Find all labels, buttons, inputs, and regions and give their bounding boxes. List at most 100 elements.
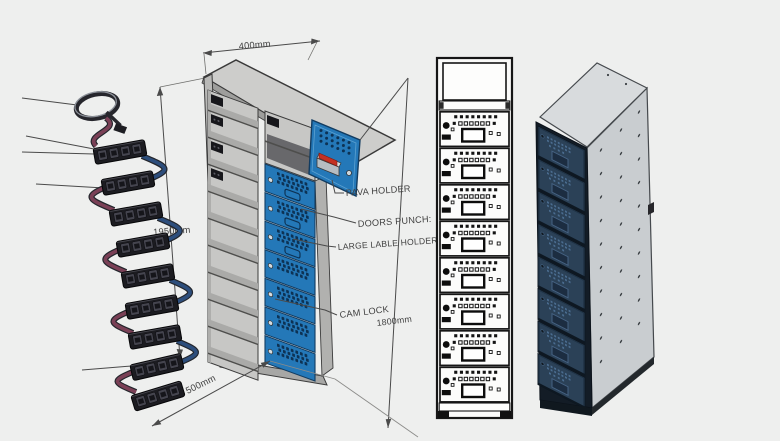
shelf-slat [208,211,258,236]
punch-hole [295,186,299,191]
punch-hole [450,383,455,387]
punch-hole [287,180,291,184]
punch-hole [296,326,300,331]
punch-hole [463,267,469,272]
rivet-dot [619,269,623,273]
punch-hole [301,356,305,361]
punch-hole [492,377,496,381]
locker-door [439,293,510,330]
locker-door [439,366,510,403]
punch-hole [287,237,291,241]
punch-hole [452,377,456,381]
punch-hole [561,273,564,277]
locker-door [264,191,316,239]
socket-hole [141,177,148,183]
rivet-dot [637,227,641,232]
punch-hole [336,141,340,145]
punch-hole [557,279,560,282]
socket-hole [154,303,161,309]
punch-hole [469,340,474,345]
punch-hole [557,274,560,278]
punch-hole [295,264,299,269]
punch-hole [450,200,455,205]
punch-hole [550,267,553,271]
punch-hole [482,297,486,301]
punch-hole [278,291,282,295]
leader-lines [274,179,357,316]
punch-hole [277,229,280,233]
open-locker-door [308,118,361,198]
label-holder [551,280,569,299]
punch-hole [450,127,455,132]
punch-hole [492,194,496,198]
door-bottom-shadow [538,317,585,344]
punch-hole [454,261,458,265]
chain-parts [88,115,199,412]
socket-hole [107,183,114,189]
punch-hole [565,210,567,214]
punch-hole [330,144,334,148]
label-holder [460,383,486,399]
punch-hole [290,328,294,332]
socket-hole [131,307,138,313]
punch-hole [562,216,565,220]
socket-hole [133,146,140,152]
punch-hole [286,355,289,359]
punch-hole [463,340,469,345]
punch-hole [283,178,286,183]
punch-hole [547,201,549,204]
strip-highlight [94,140,144,150]
punch-hole [568,182,571,186]
punch-hole [319,134,323,138]
door-handle [441,134,451,140]
punch-hole [547,363,549,367]
cam-lock [442,158,450,166]
punch-hole [459,224,463,228]
strip-highlight [117,233,167,243]
punch-hole [301,242,305,246]
punch-hole [454,224,458,228]
punch-hole [290,348,294,353]
hinge-tab [505,102,510,109]
punch-hole [277,286,280,291]
punch-hole [347,151,351,155]
socket-hole [168,331,175,337]
locker-door [264,249,316,296]
punch-hole [494,261,498,265]
punch-hole [553,341,556,345]
punch-hole [561,309,564,313]
cable-coil-ring [73,90,128,134]
cam-lock [540,329,545,334]
punch-hole [557,242,560,246]
punch-hole [561,374,564,378]
punch-hole [471,151,475,155]
ring-highlight [74,91,117,118]
socket-hole [160,391,167,398]
punch-hole [300,266,303,270]
punch-hole [477,115,481,119]
cam-lock [442,268,450,275]
socket-hole [143,305,149,311]
socket-hole [161,270,168,276]
punch-hole [496,132,501,136]
punch-hole [474,267,480,272]
shelf-slat [208,103,258,128]
punch-hole [286,346,289,351]
punch-hole [300,294,303,299]
sloped-roof [539,62,649,148]
shelf-shadow [208,163,258,184]
door-bottom-shadow [538,350,585,376]
punch-hole [295,244,299,248]
door-inner-edge [311,124,357,193]
punch-hole [290,291,294,296]
punch-hole [549,177,551,180]
rivet-dot [637,298,641,302]
arrowhead [311,38,320,45]
punch-hole [463,194,469,199]
rivet-dot [619,151,623,156]
punch-hole [278,205,282,209]
socket-pin [213,172,216,175]
punch-hole [292,181,295,186]
punch-hole [463,230,469,236]
punch-hole [553,211,556,215]
